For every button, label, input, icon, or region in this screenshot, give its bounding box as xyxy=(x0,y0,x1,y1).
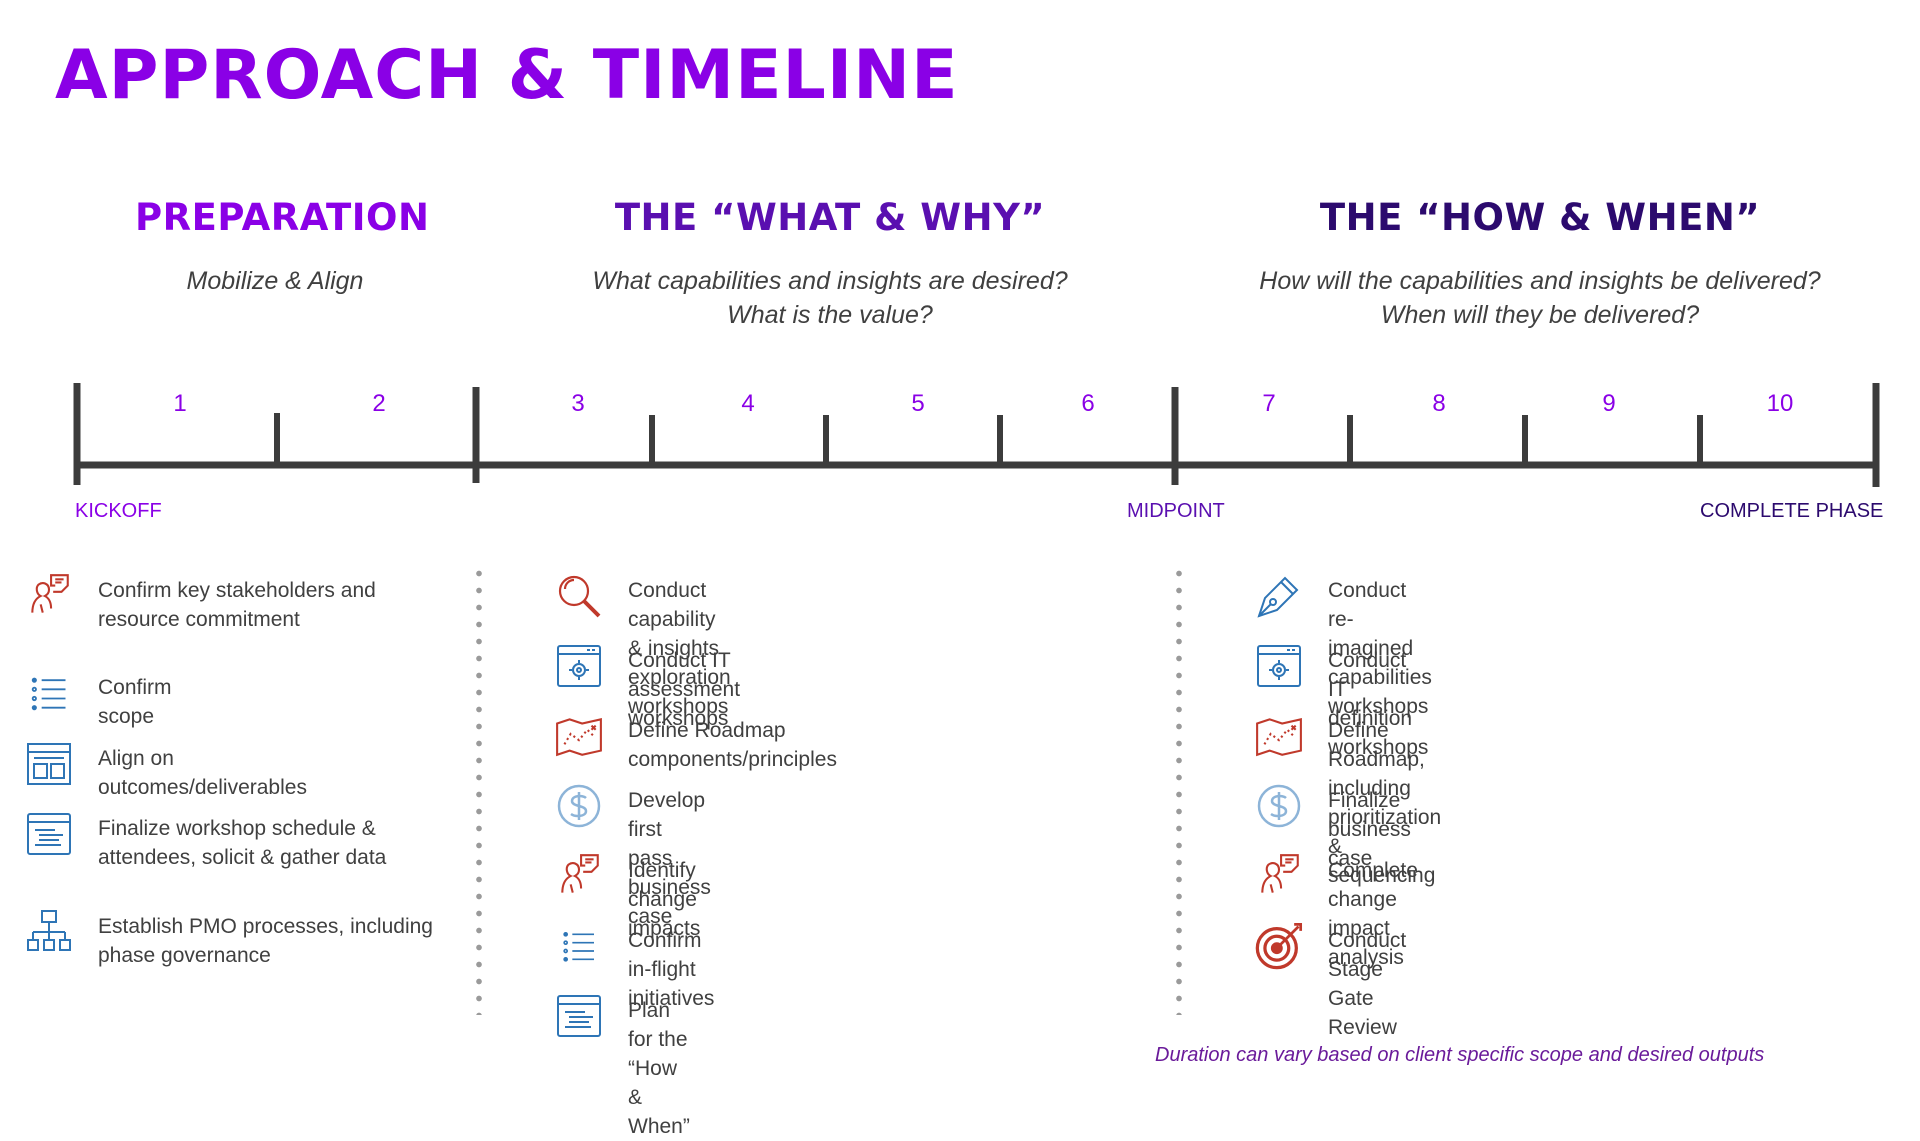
timeline-number: 2 xyxy=(372,390,386,417)
milestone-complete: COMPLETE PHASE xyxy=(1700,500,1884,522)
map-icon xyxy=(1250,710,1308,762)
list-item: Align on outcomes/deliverables xyxy=(20,738,307,802)
timeline-number: 9 xyxy=(1602,390,1616,417)
list-icon xyxy=(20,667,78,719)
item-label: Establish PMO processes, including phase… xyxy=(98,915,433,967)
settings-window-icon xyxy=(550,640,608,692)
list-item: Identify change impacts xyxy=(550,850,700,943)
subtitle-line: What is the value? xyxy=(727,301,933,329)
milestone-kickoff: KICKOFF xyxy=(75,500,162,522)
list-item: Conduct capability & insights exploratio… xyxy=(550,570,731,721)
phase-heading-what-why: THE “WHAT & WHY” xyxy=(614,196,1046,239)
pen-nib-icon xyxy=(1250,570,1308,622)
schedule-window-icon xyxy=(20,808,78,860)
org-chart-icon xyxy=(20,906,78,958)
item-label: Define Roadmap components/principles xyxy=(628,719,837,771)
target-icon xyxy=(1250,920,1308,972)
phase-heading-preparation: PREPARATION xyxy=(135,196,430,239)
column-divider xyxy=(1176,565,1182,1015)
settings-window-icon xyxy=(1250,640,1308,692)
timeline-number: 6 xyxy=(1081,390,1095,417)
phase-subtitle-what-why: What capabilities and insights are desir… xyxy=(530,264,1130,332)
list-icon xyxy=(550,920,608,972)
item-label: Conduct capability & insights exploratio… xyxy=(628,579,731,718)
list-item: Conduct IT definition workshops xyxy=(1250,640,1428,762)
item-label: Identify change impacts xyxy=(628,859,701,940)
list-item: Plan for the “How & When” xyxy=(550,990,690,1141)
item-label: Conduct IT definition workshops xyxy=(1328,649,1429,759)
list-item: Conduct re-imagined capabilities worksho… xyxy=(1250,570,1432,721)
phase-subtitle-preparation: Mobilize & Align xyxy=(135,264,415,298)
subtitle-line: When will they be delivered? xyxy=(1380,301,1700,329)
list-item: Develop first pass business case xyxy=(550,780,711,931)
item-label: Conduct IT assessment workshops xyxy=(628,649,741,730)
list-item: Confirm scope xyxy=(20,667,172,731)
timeline-axis xyxy=(73,383,1880,487)
dollar-icon xyxy=(550,780,608,832)
item-label: Complete change impact analysis xyxy=(1328,859,1418,969)
item-label: Conduct re-imagined capabilities worksho… xyxy=(1328,579,1432,718)
magnifier-icon xyxy=(550,570,608,622)
subtitle-line: Mobilize & Align xyxy=(186,267,364,295)
list-item: Conduct Stage Gate Review xyxy=(1250,920,1406,1042)
map-icon xyxy=(550,710,608,762)
list-item: Confirm in-flight initiatives xyxy=(550,920,714,1013)
item-label: Finalize business case xyxy=(1328,789,1411,870)
timeline-number: 3 xyxy=(571,390,585,417)
item-label: Develop first pass business case xyxy=(628,789,711,928)
schedule-window-icon xyxy=(550,990,608,1042)
timeline-number: 8 xyxy=(1432,390,1446,417)
list-item: Confirm key stakeholders and resource co… xyxy=(20,570,458,634)
list-item: Define Roadmap components/principles xyxy=(550,710,837,774)
people-speech-icon xyxy=(550,850,608,902)
item-label: Conduct Stage Gate Review xyxy=(1328,929,1407,1039)
item-label: Confirm scope xyxy=(98,676,172,728)
dollar-icon xyxy=(1250,780,1308,832)
item-label: Plan for the “How & When” xyxy=(628,999,690,1138)
item-label: Align on outcomes/deliverables xyxy=(98,747,307,799)
phase-subtitle-how-when: How will the capabilities and insights b… xyxy=(1200,264,1880,332)
phase-heading-how-when: THE “HOW & WHEN” xyxy=(1319,196,1761,239)
list-item: Complete change impact analysis xyxy=(1250,850,1418,972)
item-label: Define Roadmap, including prioritization… xyxy=(1328,719,1442,887)
timeline-number: 4 xyxy=(741,390,755,417)
list-item: Define Roadmap, including prioritization… xyxy=(1250,710,1441,890)
people-speech-icon xyxy=(20,570,78,622)
timeline-number: 5 xyxy=(911,390,925,417)
layout-icon xyxy=(20,738,78,790)
subtitle-line: How will the capabilities and insights b… xyxy=(1259,267,1821,295)
timeline-number: 10 xyxy=(1766,390,1794,417)
column-divider xyxy=(476,565,482,1015)
timeline-number: 7 xyxy=(1262,390,1276,417)
timeline-number: 1 xyxy=(173,390,187,417)
footnote: Duration can vary based on client specif… xyxy=(1155,1044,1765,1066)
page-title: APPROACH & TIMELINE xyxy=(55,36,959,115)
milestone-midpoint: MIDPOINT xyxy=(1127,500,1225,522)
list-item: Finalize workshop schedule & attendees, … xyxy=(20,808,438,872)
list-item: Finalize business case xyxy=(1250,780,1411,873)
people-speech-icon xyxy=(1250,850,1308,902)
item-label: Confirm in-flight initiatives xyxy=(628,929,715,1010)
list-item: Conduct IT assessment workshops xyxy=(550,640,740,733)
list-item: Establish PMO processes, including phase… xyxy=(20,906,468,970)
item-label: Finalize workshop schedule & attendees, … xyxy=(98,817,387,869)
item-label: Confirm key stakeholders and resource co… xyxy=(98,579,376,631)
subtitle-line: What capabilities and insights are desir… xyxy=(592,267,1068,295)
